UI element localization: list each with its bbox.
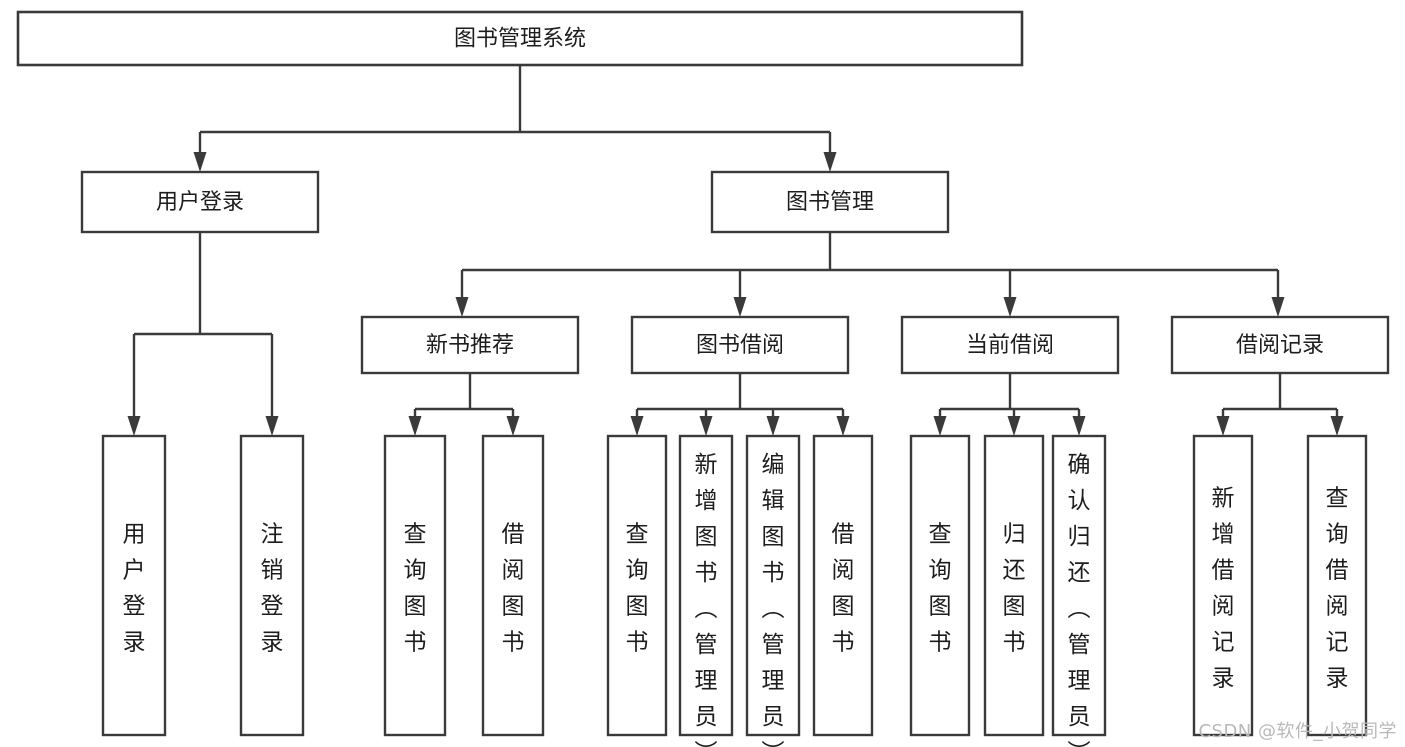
- node-box: [900, 315, 1120, 375]
- connector-arrow-borrow_to_leaves-1: [699, 409, 713, 436]
- node-label: 新增借阅记录: [1212, 486, 1235, 692]
- node-level2-新书推荐[interactable]: 新书推荐: [360, 315, 580, 375]
- node-leaf-新增图书管理员[interactable]: 新增图书︵管理员︶: [678, 434, 734, 747]
- node-level1-图书管理[interactable]: 图书管理: [710, 170, 950, 234]
- node-box: [1170, 315, 1390, 375]
- node-label: 编辑图书︵管理员︶: [762, 452, 785, 747]
- node-box: [745, 434, 801, 737]
- connector-arrow-borrow_to_leaves-2: [766, 409, 780, 436]
- node-box: [1306, 434, 1368, 737]
- node-label: 借阅图书: [832, 522, 855, 656]
- node-box: [481, 434, 545, 737]
- connector-arrow-newbook_to_leaves-1: [506, 409, 520, 436]
- node-root-图书管理系统[interactable]: 图书管理系统: [16, 10, 1024, 67]
- node-leaf-注销登录[interactable]: 注销登录: [239, 434, 305, 737]
- node-leaf-借阅图书[interactable]: 借阅图书: [481, 434, 545, 737]
- node-leaf-用户登录[interactable]: 用户登录: [101, 434, 167, 737]
- node-leaf-查询图书[interactable]: 查询图书: [383, 434, 447, 737]
- connector-group-userlogin_to_leaves: [134, 232, 272, 336]
- connector-arrow-newbook_to_leaves-0: [408, 409, 422, 436]
- connector-arrow-borrow_to_leaves-0: [630, 409, 644, 436]
- node-label: 归还图书: [1003, 522, 1026, 656]
- node-box: [80, 170, 320, 234]
- node-box: [710, 170, 950, 234]
- node-box: [909, 434, 971, 737]
- connector-group-root_to_level1: [200, 65, 830, 134]
- node-label: 查询图书: [404, 522, 427, 656]
- node-leaf-查询借阅记录[interactable]: 查询借阅记录: [1306, 434, 1368, 737]
- node-leaf-编辑图书管理员[interactable]: 编辑图书︵管理员︶: [745, 434, 801, 747]
- node-label: 查询图书: [626, 522, 649, 656]
- node-box: [606, 434, 668, 737]
- connector-layer: [127, 65, 1344, 436]
- node-label: 借阅记录: [1236, 333, 1324, 358]
- node-box: [383, 434, 447, 737]
- node-label: 注销登录: [261, 522, 284, 656]
- node-leaf-新增借阅记录[interactable]: 新增借阅记录: [1192, 434, 1254, 737]
- node-box: [983, 434, 1045, 737]
- node-level2-图书借阅[interactable]: 图书借阅: [630, 315, 850, 375]
- node-label: 图书管理: [786, 190, 874, 215]
- node-label: 查询图书: [929, 522, 952, 656]
- node-level2-借阅记录[interactable]: 借阅记录: [1170, 315, 1390, 375]
- node-label: 查询借阅记录: [1326, 486, 1349, 692]
- connector-arrow-bookmgmt_to_level2-1: [733, 270, 747, 317]
- node-leaf-确认归还管理员[interactable]: 确认归还︵管理员︶: [1051, 434, 1107, 747]
- connector-arrow-userlogin_to_leaves-0: [127, 334, 141, 436]
- connector-group-bookmgmt_to_level2: [462, 232, 1278, 272]
- connector-arrow-bookmgmt_to_level2-0: [455, 270, 469, 317]
- node-leaf-借阅图书[interactable]: 借阅图书: [812, 434, 874, 737]
- node-label: 新增图书︵管理员︶: [695, 452, 718, 747]
- connector-arrow-root_to_level1-1: [823, 132, 837, 172]
- node-box: [239, 434, 305, 737]
- node-box: [101, 434, 167, 737]
- node-layer: 图书管理系统用户登录图书管理新书推荐图书借阅当前借阅借阅记录用户登录注销登录查询…: [16, 10, 1390, 747]
- node-box: [360, 315, 580, 375]
- connector-arrow-borrow_to_leaves-3: [836, 409, 850, 436]
- connector-arrow-current_to_leaves-2: [1072, 409, 1086, 436]
- node-box: [1192, 434, 1254, 737]
- node-label: 用户登录: [156, 190, 244, 215]
- connector-group-borrow_to_leaves: [637, 373, 843, 411]
- node-box: [1051, 434, 1107, 737]
- node-box: [630, 315, 850, 375]
- connector-arrow-record_to_leaves-0: [1216, 409, 1230, 436]
- node-leaf-查询图书[interactable]: 查询图书: [606, 434, 668, 737]
- node-label: 图书借阅: [696, 333, 784, 358]
- node-label: 用户登录: [123, 522, 146, 656]
- node-label: 借阅图书: [502, 522, 525, 656]
- connector-arrow-current_to_leaves-1: [1007, 409, 1021, 436]
- node-label: 确认归还︵管理员︶: [1068, 452, 1091, 747]
- node-box: [678, 434, 734, 737]
- node-leaf-查询图书[interactable]: 查询图书: [909, 434, 971, 737]
- node-level2-当前借阅[interactable]: 当前借阅: [900, 315, 1120, 375]
- node-box: [16, 10, 1024, 67]
- node-label: 图书管理系统: [454, 27, 586, 52]
- connector-group-record_to_leaves: [1223, 373, 1337, 411]
- connector-arrow-current_to_leaves-0: [933, 409, 947, 436]
- connector-arrow-root_to_level1-0: [193, 132, 207, 172]
- connector-arrow-record_to_leaves-1: [1330, 409, 1344, 436]
- connector-arrow-bookmgmt_to_level2-2: [1003, 270, 1017, 317]
- node-leaf-归还图书[interactable]: 归还图书: [983, 434, 1045, 737]
- connector-arrow-bookmgmt_to_level2-3: [1271, 270, 1285, 317]
- node-level1-用户登录[interactable]: 用户登录: [80, 170, 320, 234]
- node-label: 新书推荐: [426, 333, 514, 358]
- node-box: [812, 434, 874, 737]
- connector-arrow-userlogin_to_leaves-1: [265, 334, 279, 436]
- connector-group-current_to_leaves: [940, 373, 1079, 411]
- connector-group-newbook_to_leaves: [415, 373, 513, 411]
- node-label: 当前借阅: [966, 333, 1054, 358]
